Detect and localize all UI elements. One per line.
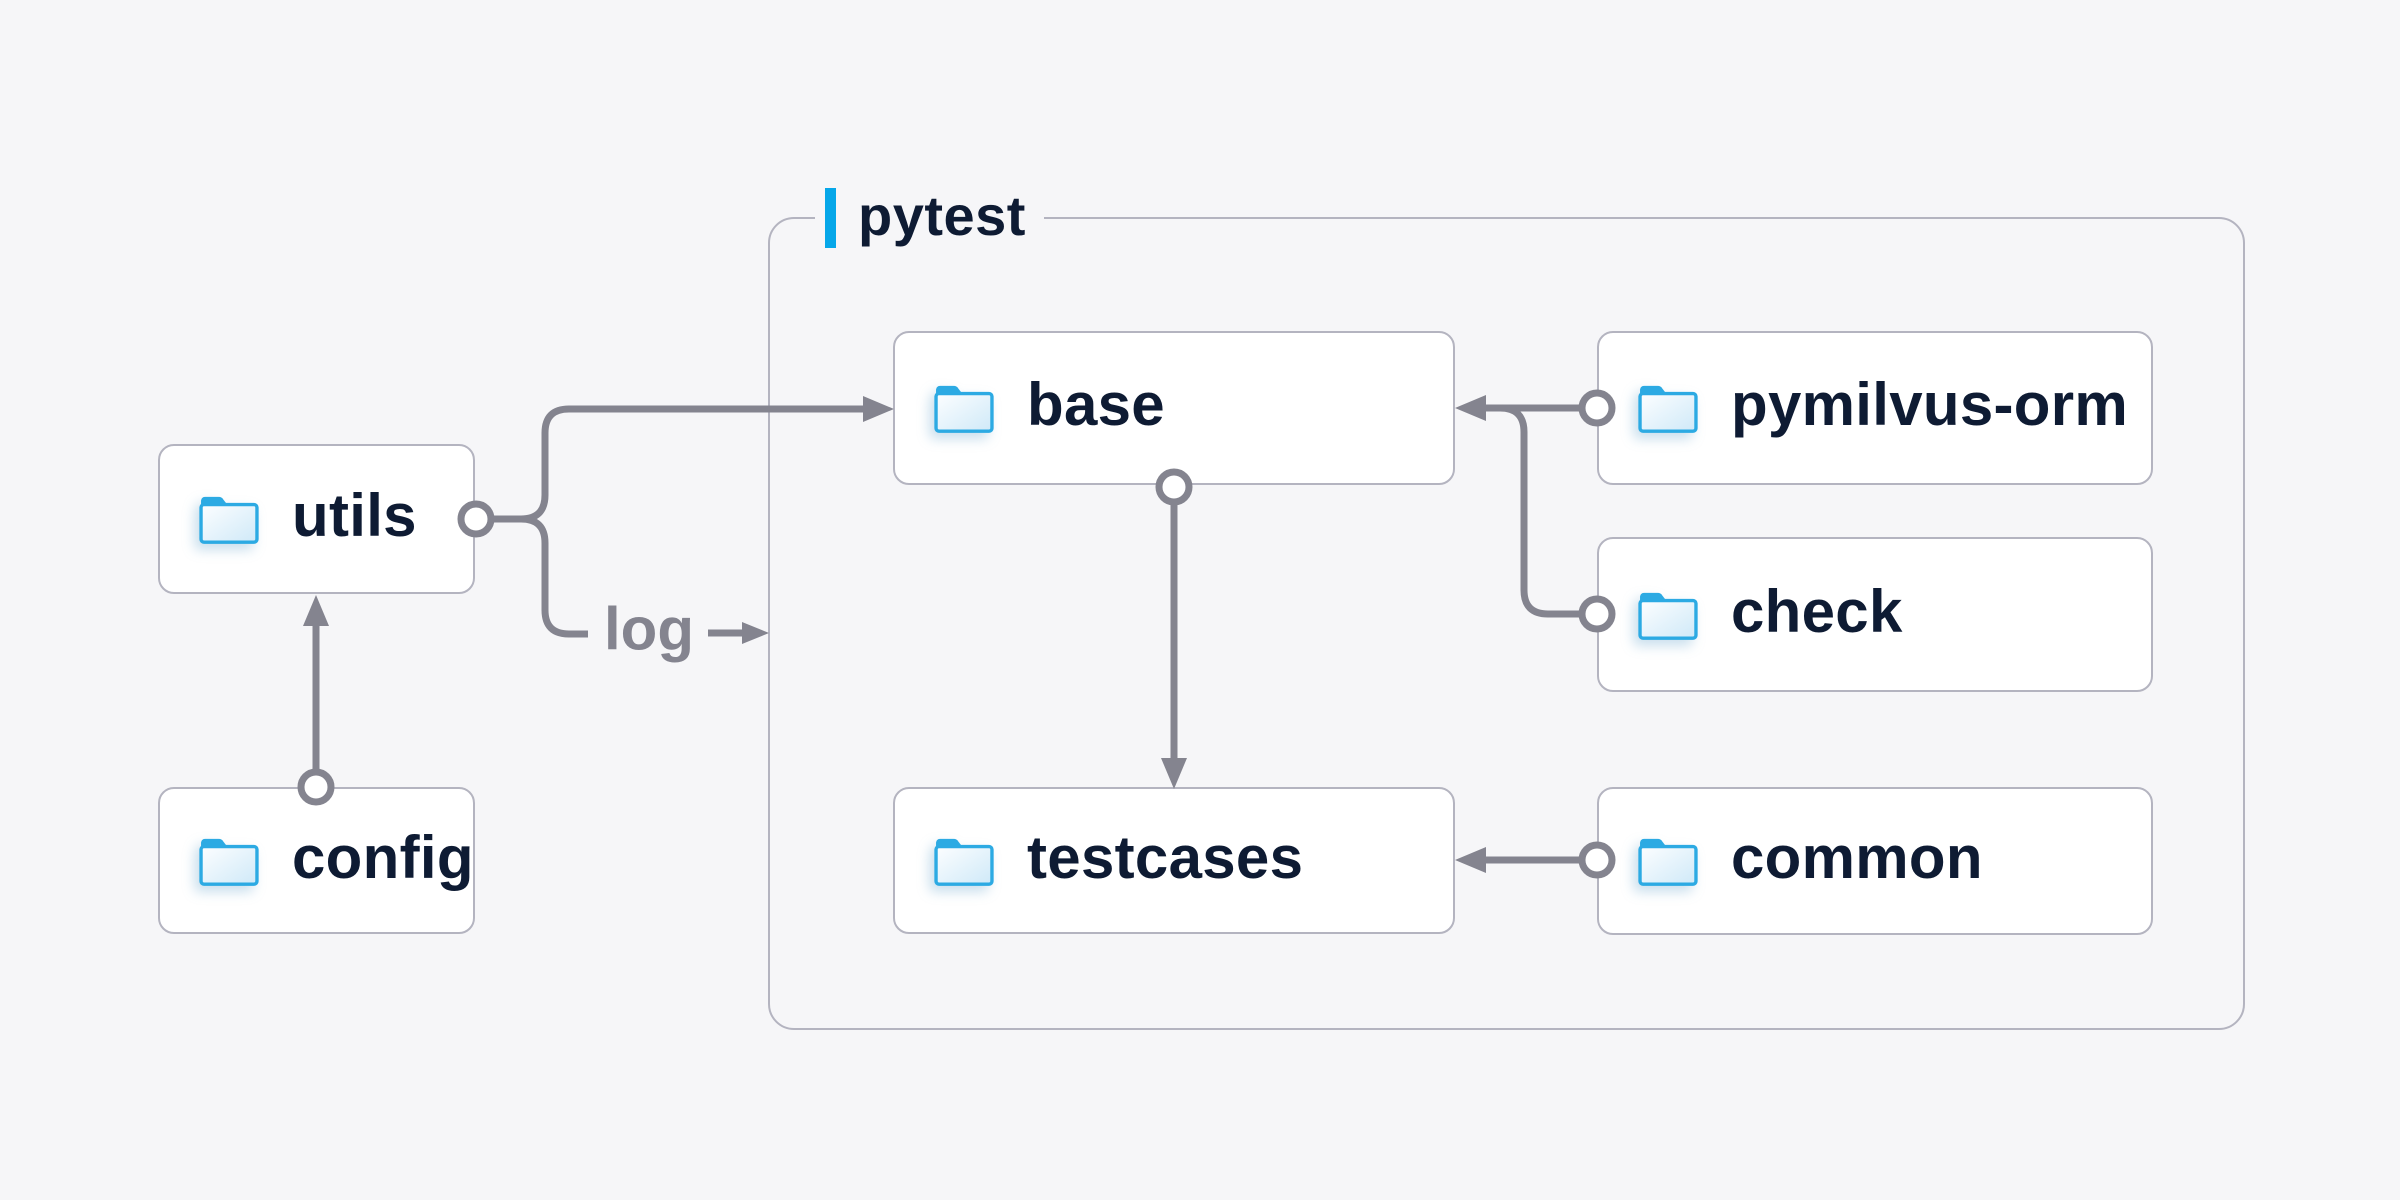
node-pymilvus-orm-label: pymilvus-orm bbox=[1731, 371, 2129, 438]
folder-icon bbox=[1638, 838, 1698, 886]
folder-icon bbox=[199, 496, 259, 544]
node-config-label: config bbox=[292, 823, 474, 891]
folder-icon bbox=[934, 838, 994, 886]
group-pytest-legend: pytest bbox=[815, 186, 1044, 250]
group-pytest-label: pytest bbox=[858, 184, 1026, 247]
legend-accent-bar bbox=[825, 188, 836, 248]
group-pytest: pytest bbox=[768, 186, 2245, 1030]
node-testcases-label: testcases bbox=[1027, 823, 1304, 891]
node-utils: utils bbox=[158, 444, 475, 594]
folder-icon bbox=[1638, 385, 1698, 433]
node-base-label: base bbox=[1027, 371, 1165, 438]
node-common: common bbox=[1597, 787, 2153, 935]
node-common-label: common bbox=[1731, 824, 1983, 891]
node-base: base bbox=[893, 331, 1455, 485]
edge-label-log: log bbox=[604, 595, 694, 663]
node-config: config bbox=[158, 787, 475, 934]
folder-icon bbox=[199, 838, 259, 886]
node-utils-label: utils bbox=[292, 482, 417, 549]
node-testcases: testcases bbox=[893, 787, 1455, 934]
log-arrow-icon bbox=[708, 622, 769, 644]
node-pymilvus-orm: pymilvus-orm bbox=[1597, 331, 2153, 485]
folder-icon bbox=[1638, 592, 1698, 640]
edge-utils-log bbox=[520, 515, 588, 638]
node-check-label: check bbox=[1731, 577, 1903, 645]
folder-icon bbox=[934, 385, 994, 433]
edge-config-utils bbox=[297, 595, 335, 806]
node-check: check bbox=[1597, 537, 2153, 692]
